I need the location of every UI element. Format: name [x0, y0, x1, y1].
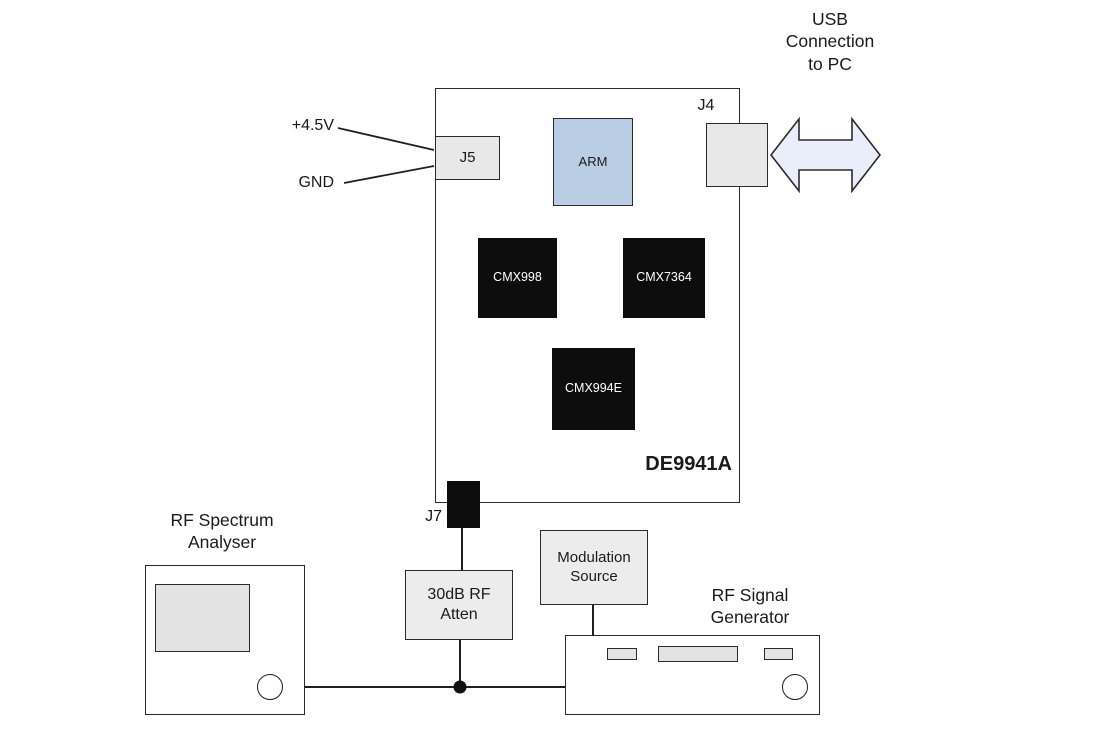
arm-chip: ARM	[553, 118, 633, 206]
j7-connector	[447, 481, 480, 528]
gnd-label: GND	[298, 174, 334, 191]
usb-caption: USB Connection to PC	[770, 8, 890, 75]
j5-label: J5	[459, 148, 476, 166]
usb-arrow-icon	[769, 116, 882, 194]
modulation-source-line1: Modulation	[557, 548, 631, 566]
arm-label: ARM	[578, 153, 608, 169]
generator-button-left	[607, 648, 637, 660]
spectrum-caption-line2: Analyser	[187, 532, 257, 553]
usb-caption-line1: USB	[812, 9, 848, 29]
j7-label: J7	[425, 508, 442, 525]
j4-connector	[706, 123, 768, 187]
wire-gnd	[343, 165, 435, 184]
attenuator-block: 30dB RF Atten	[405, 570, 513, 640]
modulation-source-block: Modulation Source	[540, 530, 648, 605]
cmx994e-chip: CMX994E	[552, 348, 635, 430]
usb-caption-line3: to PC	[808, 53, 852, 74]
spectrum-analyser-block	[145, 565, 305, 715]
cmx998-label: CMX998	[493, 270, 542, 285]
attenuator-line1: 30dB RF	[427, 586, 491, 603]
generator-rf-port	[782, 674, 808, 700]
junction-dot	[453, 680, 467, 694]
spectrum-screen	[155, 584, 250, 652]
generator-display	[658, 646, 738, 662]
vcc-label: +4.5V	[291, 117, 334, 134]
generator-button-right	[764, 648, 793, 660]
spectrum-analyser-caption: RF Spectrum Analyser	[138, 509, 306, 554]
signal-generator-caption: RF Signal Generator	[678, 584, 822, 629]
spectrum-rf-port	[257, 674, 283, 700]
generator-caption-line1: RF Signal	[711, 585, 789, 605]
signal-generator-block	[565, 635, 820, 715]
cmx998-chip: CMX998	[478, 238, 557, 318]
cmx994e-label: CMX994E	[565, 381, 622, 396]
spectrum-caption-line1: RF Spectrum	[170, 510, 274, 530]
j5-connector: J5	[435, 136, 500, 180]
usb-caption-line2: Connection	[785, 31, 875, 52]
cmx7364-label: CMX7364	[636, 270, 692, 285]
board-title: DE9941A	[645, 453, 732, 475]
attenuator-line2: Atten	[440, 606, 478, 623]
modulation-source-line2: Source	[570, 567, 618, 585]
wire-vcc	[337, 127, 435, 151]
cmx7364-chip: CMX7364	[623, 238, 705, 318]
generator-caption-line2: Generator	[710, 607, 790, 628]
j4-label: J4	[697, 97, 715, 114]
